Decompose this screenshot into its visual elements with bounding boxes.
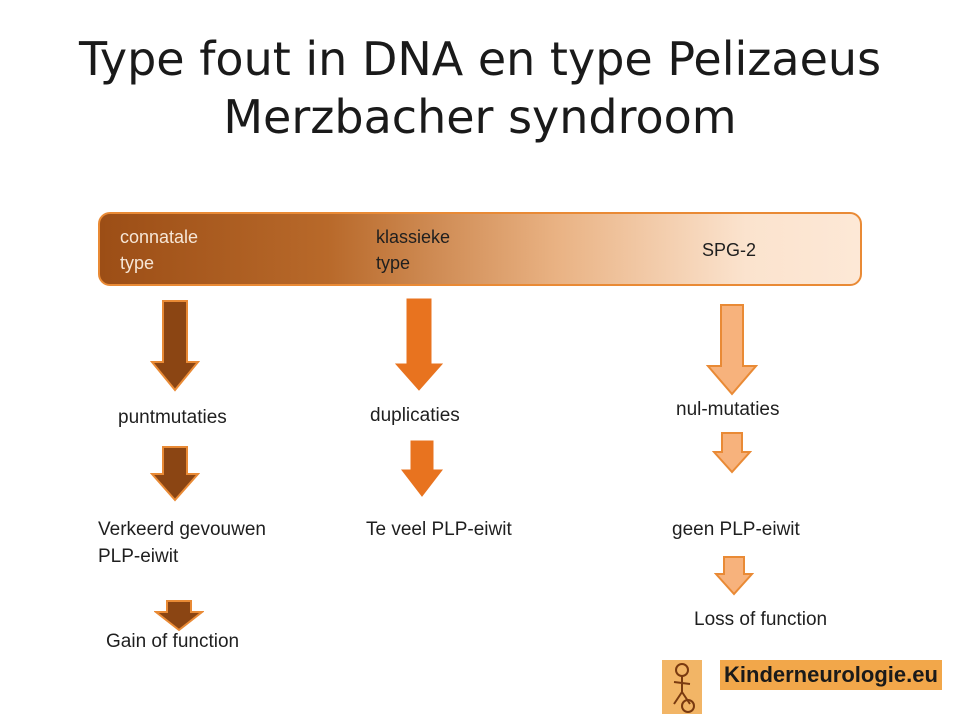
mutation-type-null: nul-mutaties xyxy=(676,399,780,420)
site-logo-text[interactable]: Kinderneurologie.eu xyxy=(720,660,942,690)
slide-title: Type fout in DNA en type Pelizaeus Merzb… xyxy=(78,32,882,144)
mutation-type-duplication: duplicaties xyxy=(370,405,460,426)
severity-gradient-bar: connatale type klassieke type SPG-2 xyxy=(98,212,862,286)
down-arrow-icon xyxy=(150,300,200,392)
down-arrow-icon xyxy=(150,446,200,502)
protein-effect-none: geen PLP-eiwit xyxy=(672,519,800,540)
down-arrow-icon xyxy=(706,304,758,396)
bar-label-connatal: connatale type xyxy=(120,227,199,273)
result-loss-of-function: Loss of function xyxy=(694,609,828,630)
down-arrow-icon xyxy=(400,440,444,497)
down-arrow-icon xyxy=(394,298,444,391)
result-gain-of-function: Gain of function xyxy=(106,631,240,652)
down-arrow-icon xyxy=(712,432,752,474)
down-arrow-icon xyxy=(714,556,754,596)
mutation-type-point: puntmutaties xyxy=(118,407,227,428)
child-figure-icon xyxy=(662,660,702,714)
protein-effect-excess: Te veel PLP-eiwit xyxy=(366,519,512,540)
down-arrow-icon xyxy=(154,600,204,632)
bar-label-klassiek: klassieke type xyxy=(376,227,451,273)
bar-label-spg2: SPG-2 xyxy=(702,240,757,260)
protein-effect-misfolded: Verkeerd gevouwen PLP-eiwit xyxy=(98,519,266,567)
